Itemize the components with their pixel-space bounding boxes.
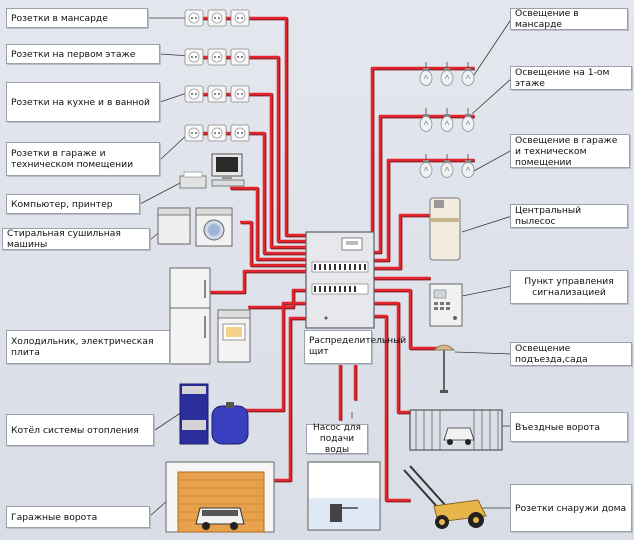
label-garage-light: Освещение в гараже и техническом помещен… <box>510 134 630 168</box>
alarm-icon <box>429 283 463 327</box>
callout-lines <box>139 17 513 517</box>
computer-icon <box>179 153 245 189</box>
fridge-icon <box>169 267 211 365</box>
lawnmower-icon <box>403 465 487 529</box>
label-first-floor-light: Освещение на 1-ом этаже <box>510 66 632 90</box>
pump-icon <box>307 461 381 531</box>
label-first-floor-sockets: Розетки на первом этаже <box>6 44 160 64</box>
label-attic-sockets: Розетки в мансарде <box>6 8 148 28</box>
gate-icon <box>409 409 503 451</box>
vacuum-icon <box>429 197 461 261</box>
label-outdoor-sockets: Розетки снаружи дома <box>510 484 632 532</box>
label-garage-sockets: Розетки в гараже и техническом помещении <box>6 142 160 176</box>
stove-icon <box>217 309 251 363</box>
socket-icon <box>184 85 250 103</box>
label-kitchen-bath-sockets: Розетки на кухне и в ванной <box>6 82 160 122</box>
bulb-icon <box>419 107 475 132</box>
washer-icon <box>157 207 233 247</box>
label-washer: Стиральная сушильная машины <box>2 228 150 250</box>
label-porch-light: Освещение подъезда,сада <box>510 342 632 366</box>
socket-icon <box>184 9 250 27</box>
bulb-icon <box>419 61 475 86</box>
label-pump: Насос для подачи воды <box>306 423 368 455</box>
label-computer: Компьютер, принтер <box>6 194 140 214</box>
garage-icon <box>165 461 275 533</box>
label-panel: Распределительный щит <box>304 330 406 364</box>
socket-icon <box>184 48 250 66</box>
panel-icon <box>305 231 375 329</box>
label-fridge: Холодильник, электрическая плита <box>6 330 170 364</box>
label-garage-gate: Гаражные ворота <box>6 506 150 528</box>
boiler-icon <box>179 383 249 445</box>
socket-icon <box>184 124 250 142</box>
lamp-icon <box>433 344 455 393</box>
bulb-icon <box>419 153 475 178</box>
label-entry-gate: Въездные ворота <box>510 412 628 442</box>
label-boiler: Котёл системы отопления <box>6 414 154 446</box>
label-alarm: Пункт управления сигнализацией <box>510 270 628 304</box>
label-attic-light: Освещение в мансарде <box>510 8 628 30</box>
label-vacuum: Центральный пылесос <box>510 204 628 228</box>
watermark-logo: Avito <box>576 516 628 536</box>
